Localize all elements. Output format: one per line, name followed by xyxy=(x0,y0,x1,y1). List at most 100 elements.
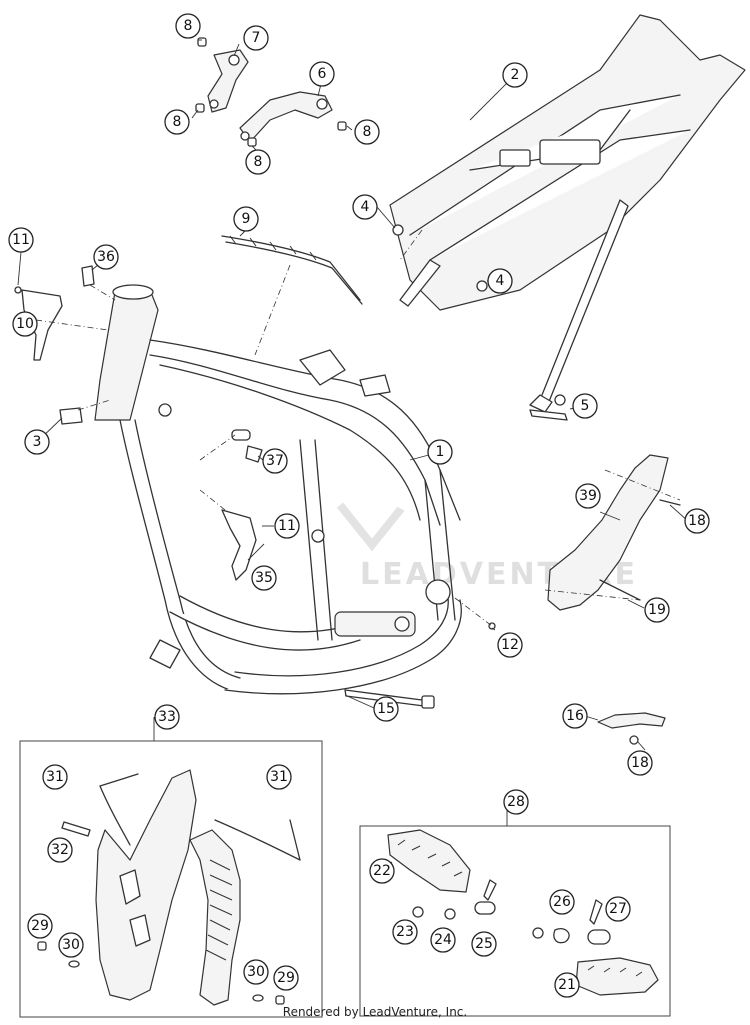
svg-text:35: 35 xyxy=(255,570,273,586)
callout-11b: 11 xyxy=(274,513,300,539)
engine-mount-6 xyxy=(239,91,333,143)
callout-29a: 29 xyxy=(27,913,53,939)
leader-lines xyxy=(17,39,689,979)
frame-protector-right xyxy=(189,829,241,1006)
svg-text:10: 10 xyxy=(16,316,34,332)
callout-36: 36 xyxy=(93,244,119,270)
svg-text:8: 8 xyxy=(184,18,193,34)
callout-4b: 4 xyxy=(487,268,513,294)
callout-37: 37 xyxy=(262,448,288,474)
callout-31a: 31 xyxy=(42,764,68,790)
callout-10: 10 xyxy=(12,311,38,337)
callout-19: 19 xyxy=(644,597,670,623)
svg-text:8: 8 xyxy=(254,154,263,170)
callout-8c: 8 xyxy=(354,119,380,145)
guide-16 xyxy=(597,712,666,745)
callout-3: 3 xyxy=(24,429,50,455)
svg-text:26: 26 xyxy=(553,894,571,910)
callout-32: 32 xyxy=(47,837,73,863)
svg-text:18: 18 xyxy=(631,755,649,771)
svg-text:33: 33 xyxy=(158,709,176,725)
cable-9 xyxy=(221,235,363,305)
callout-30a: 30 xyxy=(58,932,84,958)
callout-8b: 8 xyxy=(164,109,190,135)
subframe xyxy=(389,14,746,413)
callout-35: 35 xyxy=(251,565,277,591)
frame-protector-left xyxy=(95,769,197,1001)
callout-23: 23 xyxy=(392,919,418,945)
cable-tie-31-left xyxy=(99,785,131,846)
svg-text:16: 16 xyxy=(566,708,584,724)
svg-text:7: 7 xyxy=(252,30,261,46)
svg-text:25: 25 xyxy=(475,936,493,952)
svg-text:27: 27 xyxy=(609,901,627,917)
footrest-21 xyxy=(575,957,659,996)
callout-18a: 18 xyxy=(684,508,710,534)
callout-24: 24 xyxy=(430,927,456,953)
svg-text:2: 2 xyxy=(511,67,520,83)
callout-33: 33 xyxy=(154,704,180,730)
svg-text:37: 37 xyxy=(266,453,284,469)
svg-text:30: 30 xyxy=(62,937,80,953)
callout-2: 2 xyxy=(502,62,528,88)
callout-27: 27 xyxy=(605,896,631,922)
callout-22: 22 xyxy=(369,858,395,884)
svg-text:31: 31 xyxy=(46,769,64,785)
svg-text:39: 39 xyxy=(579,488,597,504)
footer-credit: Rendered by LeadVenture, Inc. xyxy=(282,1005,468,1019)
bracket-3 xyxy=(59,407,83,425)
callout-1: 1 xyxy=(427,439,453,465)
callout-21: 21 xyxy=(554,972,580,998)
svg-text:31: 31 xyxy=(270,769,288,785)
svg-text:11: 11 xyxy=(278,518,296,534)
callout-5: 5 xyxy=(572,393,598,419)
svg-text:8: 8 xyxy=(363,124,372,140)
svg-text:1: 1 xyxy=(436,444,445,460)
svg-text:15: 15 xyxy=(377,701,395,717)
screw-32 xyxy=(61,821,91,837)
svg-text:8: 8 xyxy=(173,114,182,130)
svg-text:6: 6 xyxy=(318,66,327,82)
callout-16: 16 xyxy=(562,703,588,729)
callout-4: 4 xyxy=(352,194,378,220)
bracket-35 xyxy=(221,509,257,581)
svg-text:29: 29 xyxy=(31,918,49,934)
callout-7: 7 xyxy=(243,25,269,51)
svg-text:18: 18 xyxy=(688,513,706,529)
svg-text:28: 28 xyxy=(507,794,525,810)
callout-29b: 29 xyxy=(273,965,299,991)
callout-25: 25 xyxy=(471,931,497,957)
svg-text:32: 32 xyxy=(51,842,69,858)
callout-8d: 8 xyxy=(245,149,271,175)
callout-30b: 30 xyxy=(243,959,269,985)
svg-text:12: 12 xyxy=(501,637,519,653)
callout-28: 28 xyxy=(503,789,529,815)
svg-text:9: 9 xyxy=(242,211,251,227)
svg-text:4: 4 xyxy=(361,199,370,215)
main-frame xyxy=(94,284,462,695)
callout-39: 39 xyxy=(575,483,601,509)
svg-text:29: 29 xyxy=(277,970,295,986)
svg-text:21: 21 xyxy=(558,977,576,993)
svg-text:30: 30 xyxy=(247,964,265,980)
svg-text:4: 4 xyxy=(496,273,505,289)
callout-15: 15 xyxy=(373,696,399,722)
callout-8a: 8 xyxy=(175,13,201,39)
svg-text:24: 24 xyxy=(434,932,452,948)
callout-6: 6 xyxy=(309,61,335,87)
callout-11a: 11 xyxy=(8,227,34,253)
callout-26: 26 xyxy=(549,889,575,915)
svg-text:36: 36 xyxy=(97,249,115,265)
footrest-22 xyxy=(387,829,471,893)
svg-text:5: 5 xyxy=(581,398,590,414)
cable-tie-31-right xyxy=(214,819,301,861)
assembly-lines xyxy=(35,229,681,627)
pin-27 xyxy=(589,899,603,925)
svg-text:23: 23 xyxy=(396,924,414,940)
clamp-36 xyxy=(81,265,95,287)
svg-text:22: 22 xyxy=(373,863,391,879)
clip-37 xyxy=(245,445,263,463)
svg-text:19: 19 xyxy=(648,602,666,618)
engine-mount-7 xyxy=(207,49,249,113)
